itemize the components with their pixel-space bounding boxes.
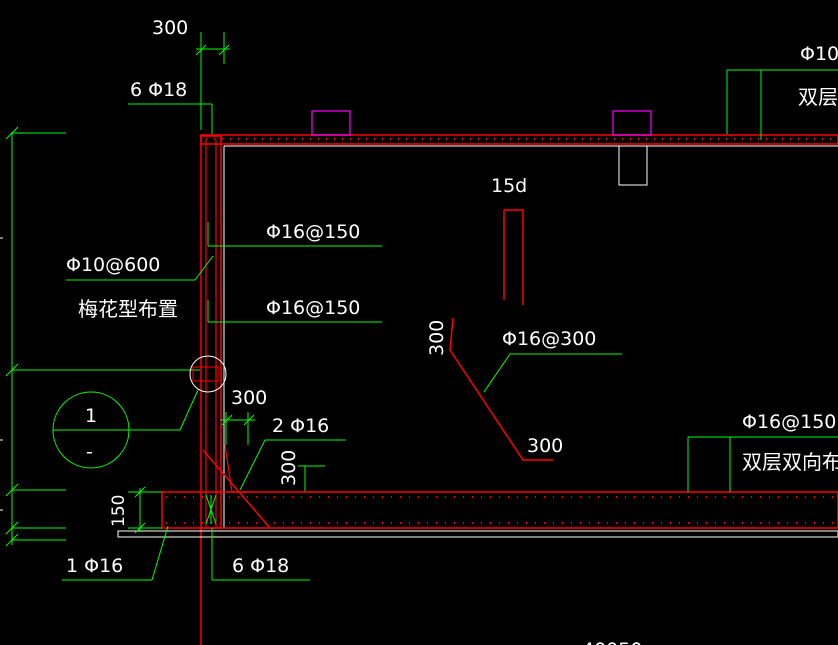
- hook-bar: [503, 209, 524, 305]
- dim-top-label: 300: [152, 17, 188, 39]
- corner-dim-label: 300: [231, 387, 267, 409]
- diag-bar-label: Φ16@300: [502, 328, 596, 350]
- wall-bar-1-label: Φ16@150: [266, 221, 360, 243]
- top-right-bar-label: Φ10: [800, 43, 838, 65]
- slab-thk-dim: [128, 486, 162, 534]
- base-right-bar-label: Φ16@150: [742, 411, 836, 433]
- detail-number: 1: [85, 405, 97, 427]
- left-dimension: [5, 126, 200, 547]
- partial-bottom-label: 40050: [582, 639, 642, 645]
- bottom-bar-label: 6 Φ18: [232, 555, 289, 577]
- top-magenta-blocks: [311, 110, 652, 136]
- base-right-leader: [687, 436, 838, 492]
- bottom-leaders: [62, 525, 310, 581]
- diag-len-b: 300: [527, 435, 563, 457]
- left-edge-marks: [0, 237, 3, 511]
- wall-bar-2-label: Φ16@150: [266, 297, 360, 319]
- wall-base-mark: [205, 494, 217, 525]
- detail-sub: -: [86, 441, 93, 463]
- diagonal-bar: [449, 317, 553, 461]
- hook-label: 15d: [491, 175, 527, 197]
- tie-leader: [66, 255, 214, 281]
- top-bar-leader: [128, 103, 213, 134]
- base-slab: [117, 491, 838, 538]
- wall: [200, 135, 225, 645]
- base-right-note: 双层双向布: [742, 450, 838, 474]
- diag-bar-leader: [483, 353, 622, 393]
- haunch-dim-label: 300: [278, 450, 300, 486]
- tie-label: Φ10@600: [66, 254, 160, 276]
- slab-thk-label: 150: [109, 495, 129, 527]
- corner-dim: [220, 412, 346, 492]
- top-bar-label: 6 Φ18: [130, 79, 187, 101]
- bottom-left-bar-label: 1 Φ16: [66, 555, 123, 577]
- top-dimension: [195, 32, 230, 130]
- top-slab: [200, 134, 838, 186]
- top-right-leader: [726, 69, 838, 140]
- wall-bar-leaders: [207, 222, 382, 323]
- diag-len-a: 300: [426, 320, 448, 356]
- detail-callout: [52, 355, 227, 469]
- tie-note: 梅花型布置: [78, 297, 178, 321]
- corner-bar-label: 2 Φ16: [272, 415, 329, 437]
- top-right-note: 双层: [798, 85, 838, 109]
